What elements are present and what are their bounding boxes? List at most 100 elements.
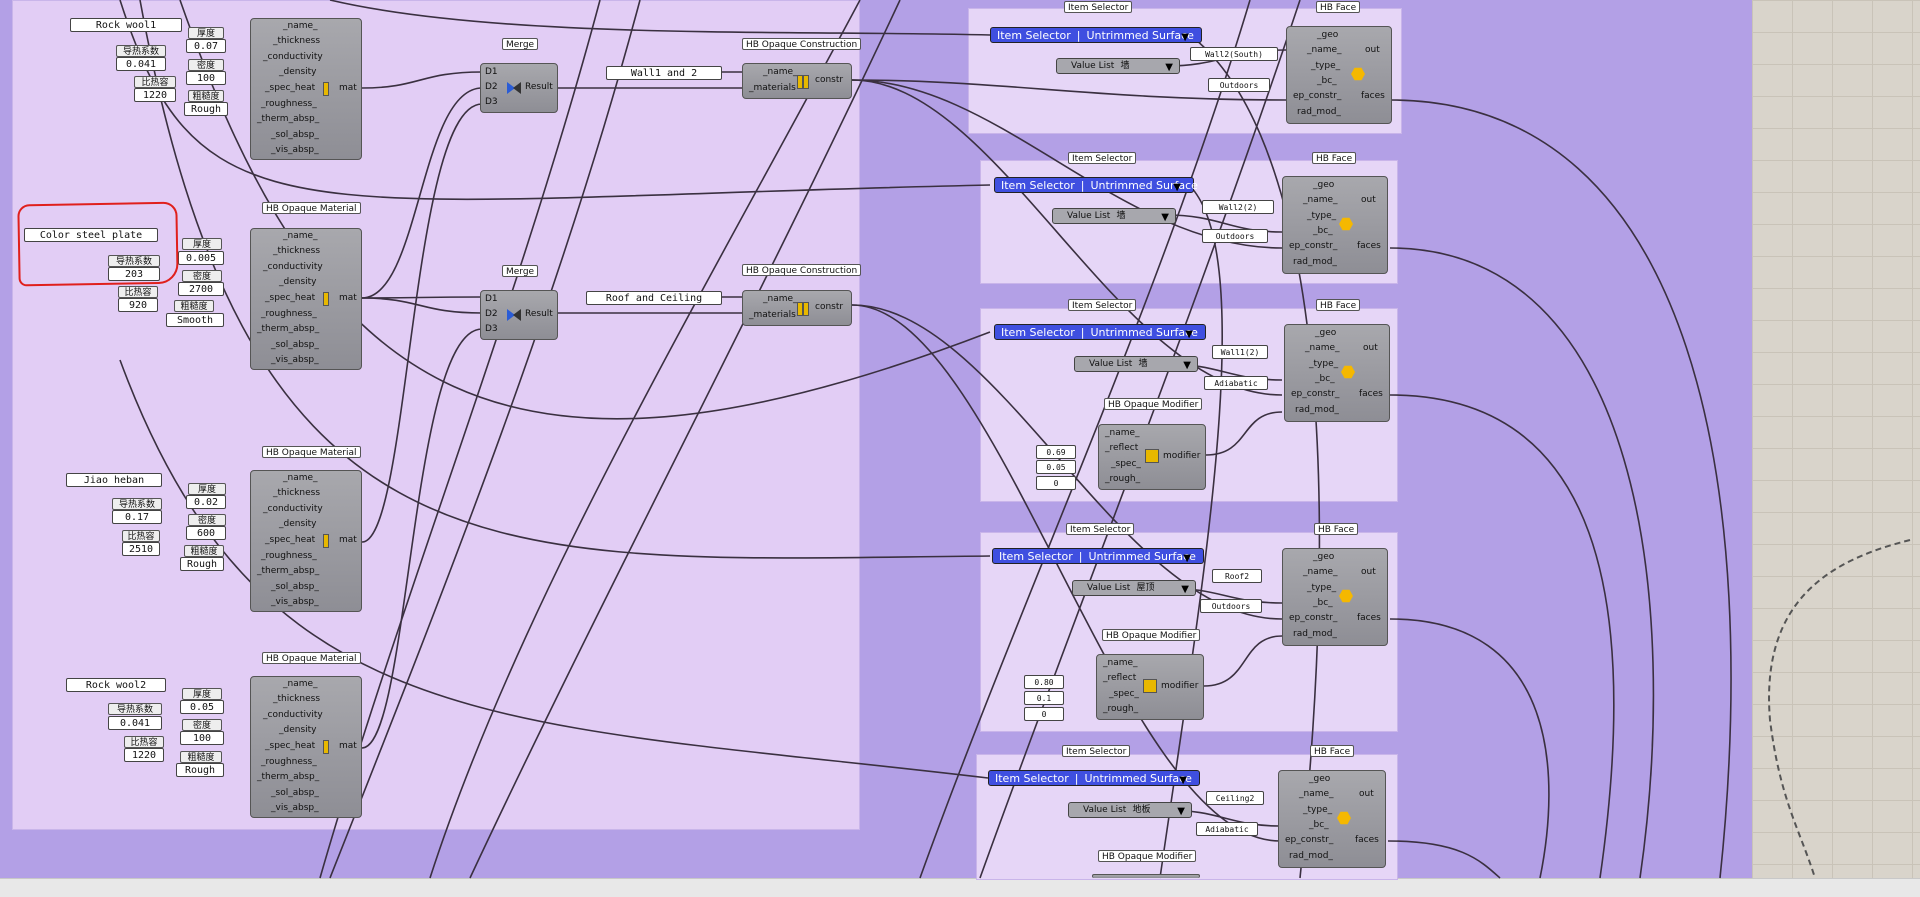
input-port[interactable]: _density (279, 67, 317, 77)
input-port[interactable]: _materials (749, 310, 796, 320)
input-port[interactable]: _vis_absp_ (271, 355, 319, 365)
dropdown-arrow-icon[interactable]: ▼ (1161, 212, 1169, 223)
hb-opaque-construction-component[interactable]: _name_ _materials constr (742, 290, 852, 326)
input-port[interactable]: _type_ (1303, 805, 1333, 815)
roughness-panel[interactable]: Smooth (166, 313, 224, 327)
density-panel[interactable]: 100 (180, 731, 224, 745)
input-port[interactable]: _name_ (1105, 428, 1140, 438)
input-port[interactable]: _therm_absp_ (257, 772, 320, 782)
input-port[interactable]: rad_mod_ (1295, 405, 1339, 415)
roughness-panel[interactable]: Rough (176, 763, 224, 777)
output-port[interactable]: mat (339, 293, 357, 303)
hb-opaque-material-component[interactable]: _name_ _thickness _conductivity _density… (250, 470, 362, 612)
dropdown-arrow-icon[interactable]: ▼ (1179, 775, 1187, 786)
input-port[interactable]: _vis_absp_ (271, 803, 319, 813)
input-port[interactable]: _roughness_ (261, 309, 317, 319)
input-port[interactable]: _bc_ (1313, 226, 1333, 236)
dropdown-arrow-icon[interactable]: ▼ (1173, 182, 1181, 193)
input-port[interactable]: D3 (485, 324, 498, 334)
face-name-panel[interactable]: Ceiling2 (1206, 791, 1264, 805)
dropdown-arrow-icon[interactable]: ▼ (1185, 329, 1193, 340)
output-port[interactable]: mat (339, 535, 357, 545)
output-port[interactable]: out (1361, 567, 1376, 577)
boundary-condition-panel[interactable]: Adiabatic (1196, 822, 1258, 836)
input-port[interactable]: rad_mod_ (1293, 629, 1337, 639)
input-port[interactable]: _roughness_ (261, 99, 317, 109)
spec-heat-panel[interactable]: 2510 (122, 542, 160, 556)
item-selector[interactable]: Item Selector|Untrimmed Surface▼ (990, 27, 1202, 43)
input-port[interactable]: _sol_absp_ (271, 788, 319, 798)
input-port[interactable]: ep_constr_ (1285, 835, 1334, 845)
construction-name-panel[interactable]: Roof and Ceiling (586, 291, 722, 305)
output-port[interactable]: out (1361, 195, 1376, 205)
input-port[interactable]: D3 (485, 97, 498, 107)
input-port[interactable]: D2 (485, 82, 498, 92)
input-port[interactable]: D2 (485, 309, 498, 319)
conductivity-panel[interactable]: 0.041 (108, 716, 162, 730)
input-port[interactable]: _name_ (763, 294, 798, 304)
input-port[interactable]: _name_ (1299, 789, 1334, 799)
spec-heat-panel[interactable]: 920 (118, 298, 158, 312)
merge-component[interactable]: D1 D2 D3 Result (480, 63, 558, 113)
merge-component[interactable]: D1 D2 D3 Result (480, 290, 558, 340)
spec-panel[interactable]: 0.05 (1036, 460, 1076, 474)
input-port[interactable]: _sol_absp_ (271, 582, 319, 592)
input-port[interactable]: _bc_ (1315, 374, 1335, 384)
input-port[interactable]: _therm_absp_ (257, 566, 320, 576)
input-port[interactable]: rad_mod_ (1293, 257, 1337, 267)
boundary-condition-panel[interactable]: Outdoors (1202, 229, 1268, 243)
output-port[interactable]: Result (525, 309, 553, 319)
spec-panel[interactable]: 0.1 (1024, 691, 1064, 705)
material-name-panel[interactable]: Color steel plate (24, 228, 158, 242)
conductivity-panel[interactable]: 0.17 (112, 510, 162, 524)
input-port[interactable]: _conductivity (263, 504, 323, 514)
hb-face-component[interactable]: _geo _name_ _type_ _bc_ ep_constr_ rad_m… (1282, 176, 1388, 274)
input-port[interactable]: _type_ (1307, 211, 1337, 221)
input-port[interactable]: _therm_absp_ (257, 324, 320, 334)
input-port[interactable]: _density (279, 725, 317, 735)
input-port[interactable]: _spec_heat (265, 741, 316, 751)
input-port[interactable]: _reflect (1103, 673, 1137, 683)
output-port[interactable]: faces (1357, 613, 1381, 623)
thickness-panel[interactable]: 0.02 (186, 495, 226, 509)
input-port[interactable]: _vis_absp_ (271, 597, 319, 607)
input-port[interactable]: _rough_ (1105, 474, 1141, 484)
material-name-panel[interactable]: Rock wool2 (66, 678, 166, 692)
input-port[interactable]: _geo (1317, 30, 1339, 40)
input-port[interactable]: _name_ (283, 679, 318, 689)
input-port[interactable]: _name_ (1103, 658, 1138, 668)
hb-opaque-material-component[interactable]: _name_ _thickness _conductivity _density… (250, 18, 362, 160)
input-port[interactable]: _geo (1313, 180, 1335, 190)
input-port[interactable]: _thickness (273, 36, 321, 46)
output-port[interactable]: mat (339, 83, 357, 93)
input-port[interactable]: _conductivity (263, 262, 323, 272)
output-port[interactable]: modifier (1163, 451, 1201, 461)
input-port[interactable]: _geo (1315, 328, 1337, 338)
input-port[interactable]: _geo (1309, 774, 1331, 784)
item-selector[interactable]: Item Selector|Untrimmed Surface▼ (992, 548, 1204, 564)
hb-opaque-material-component[interactable]: _name_ _thickness _conductivity _density… (250, 228, 362, 370)
density-panel[interactable]: 2700 (178, 282, 224, 296)
face-name-panel[interactable]: Roof2 (1212, 569, 1262, 583)
output-port[interactable]: out (1365, 45, 1380, 55)
item-selector[interactable]: Item Selector|Untrimmed Surface▼ (994, 177, 1198, 193)
dropdown-arrow-icon[interactable]: ▼ (1165, 62, 1173, 73)
input-port[interactable]: D1 (485, 294, 498, 304)
hb-face-component[interactable]: _geo _name_ _type_ _bc_ ep_constr_ rad_m… (1284, 324, 1390, 422)
input-port[interactable]: _bc_ (1317, 76, 1337, 86)
output-port[interactable]: modifier (1161, 681, 1199, 691)
input-port[interactable]: _type_ (1311, 61, 1341, 71)
density-panel[interactable]: 100 (186, 71, 226, 85)
input-port[interactable]: _spec_heat (265, 293, 316, 303)
input-port[interactable]: _roughness_ (261, 757, 317, 767)
input-port[interactable]: _thickness (273, 488, 321, 498)
hb-opaque-material-component[interactable]: _name_ _thickness _conductivity _density… (250, 676, 362, 818)
hb-opaque-modifier-component[interactable]: _name_ _reflect _spec_ _rough_ modifier (1098, 424, 1206, 490)
thickness-panel[interactable]: 0.005 (178, 251, 224, 265)
input-port[interactable]: ep_constr_ (1293, 91, 1342, 101)
boundary-condition-panel[interactable]: Outdoors (1200, 599, 1262, 613)
input-port[interactable]: D1 (485, 67, 498, 77)
